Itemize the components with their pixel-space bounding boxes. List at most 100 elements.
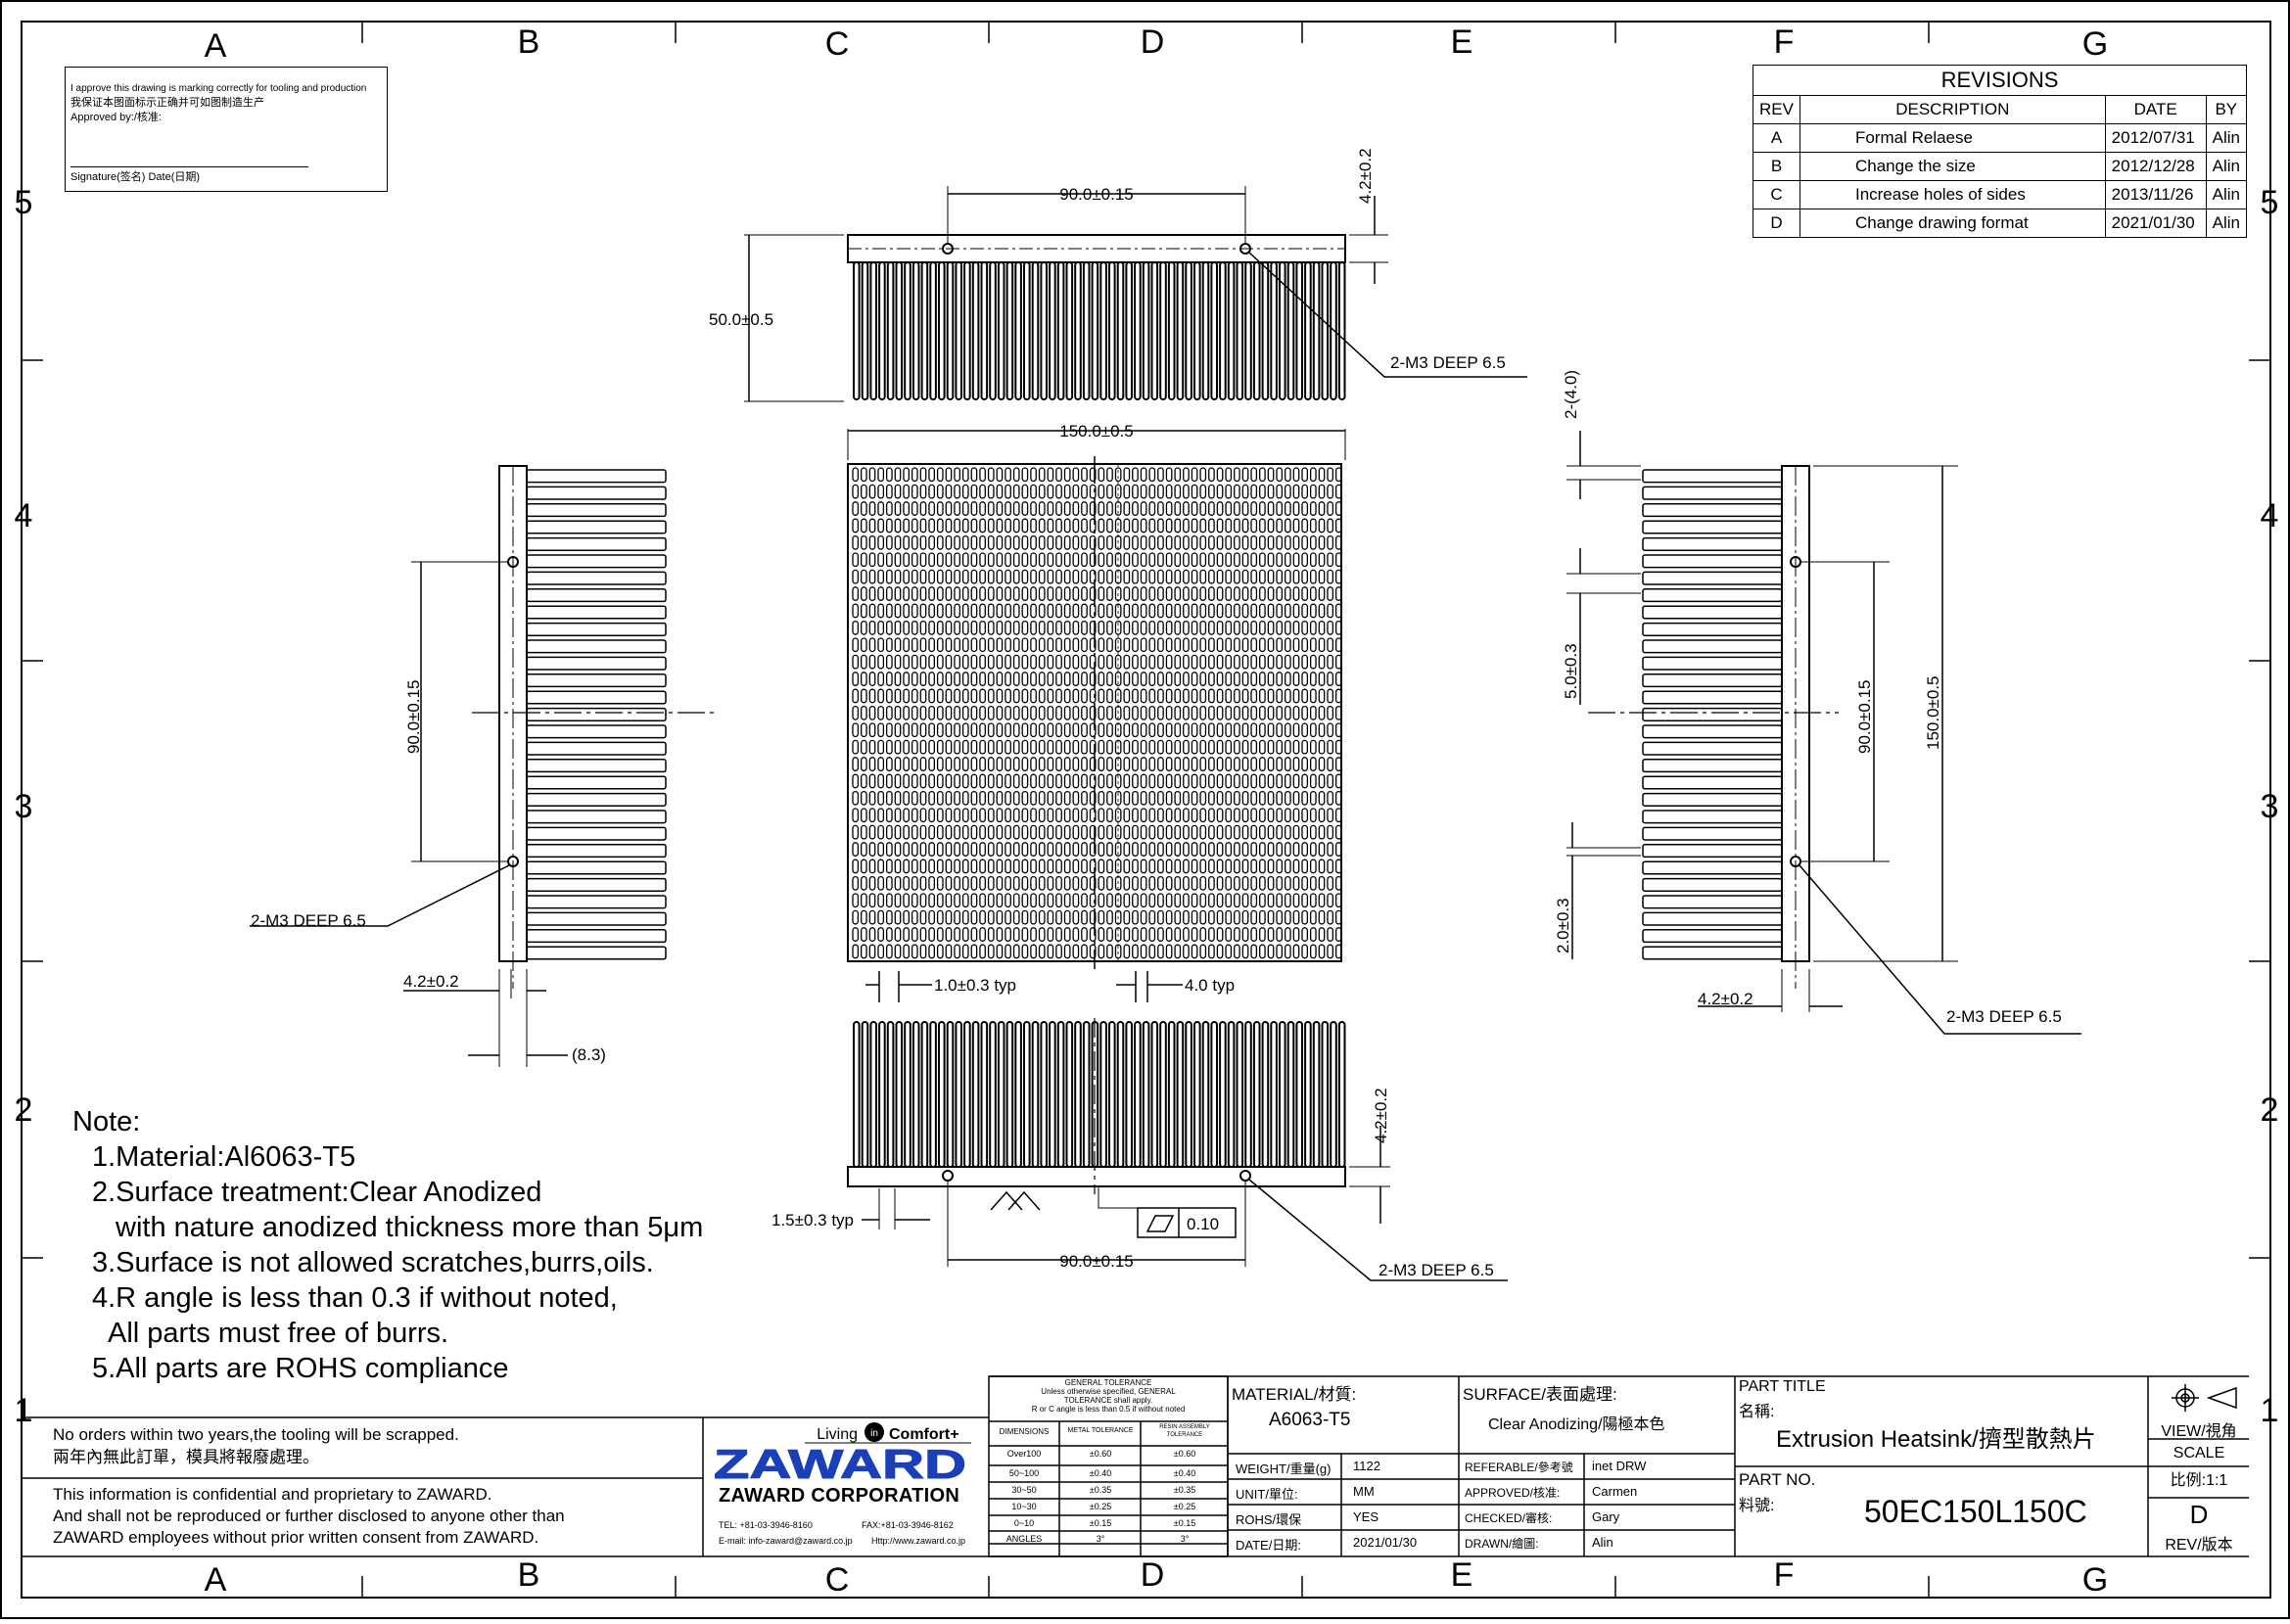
pin — [1199, 909, 1207, 925]
pin — [911, 757, 918, 771]
pin — [1183, 501, 1190, 516]
pin — [1148, 552, 1156, 568]
pin — [945, 552, 953, 568]
pin — [1106, 569, 1113, 584]
pin — [979, 722, 986, 738]
pin — [852, 705, 860, 720]
pin — [1063, 672, 1071, 686]
pin — [1072, 858, 1080, 874]
pin — [1267, 518, 1275, 534]
pin — [1148, 672, 1156, 686]
pin — [936, 757, 944, 771]
pin — [1301, 501, 1309, 516]
pin — [1081, 586, 1088, 601]
right-fin — [1642, 775, 1783, 790]
pin — [1148, 824, 1156, 840]
left-fin — [526, 690, 667, 705]
pin — [877, 824, 885, 840]
pin — [1047, 739, 1054, 755]
pin — [1165, 705, 1173, 720]
pin — [1174, 739, 1182, 755]
dim-right-total: 150.0±0.5 — [1924, 675, 1942, 750]
pin — [861, 773, 867, 789]
right-fin — [1642, 690, 1783, 705]
pin — [1114, 637, 1122, 653]
pin — [961, 467, 969, 483]
pin — [868, 688, 876, 704]
pin — [1174, 637, 1182, 653]
pin — [1174, 824, 1182, 840]
pin — [1285, 893, 1291, 908]
pin — [1225, 909, 1233, 925]
pin — [877, 467, 885, 483]
pin — [1183, 688, 1190, 704]
pin — [868, 875, 876, 891]
pin — [1318, 569, 1326, 584]
pin — [1012, 620, 1020, 635]
pin — [1012, 705, 1020, 720]
pin — [1157, 467, 1164, 483]
pin — [1072, 790, 1080, 806]
pin — [1285, 757, 1291, 771]
pin — [1318, 637, 1326, 653]
bottom-view-fins — [853, 1021, 1346, 1168]
pin — [1012, 739, 1020, 755]
pin — [1216, 808, 1224, 823]
pin — [979, 944, 986, 959]
pin — [1021, 842, 1029, 857]
pin — [1038, 757, 1046, 771]
pin — [1098, 552, 1105, 568]
pin — [1327, 484, 1334, 499]
pin — [1055, 705, 1062, 720]
pin — [885, 893, 893, 908]
pin — [928, 875, 935, 891]
pin — [885, 501, 893, 516]
pin — [1157, 603, 1164, 619]
pin — [1140, 620, 1147, 635]
pin — [1309, 484, 1317, 499]
pin — [1327, 773, 1334, 789]
pin — [1081, 790, 1088, 806]
pin — [1309, 858, 1317, 874]
pin — [1267, 534, 1275, 550]
pin — [1191, 927, 1198, 942]
pin — [1301, 518, 1309, 534]
pin — [1132, 705, 1139, 720]
pin — [1072, 484, 1080, 499]
pin — [1334, 875, 1342, 891]
pin — [1216, 586, 1224, 601]
pin — [1327, 586, 1334, 601]
pin — [894, 739, 902, 755]
pin — [970, 858, 978, 874]
pin — [945, 620, 953, 635]
pin — [979, 790, 986, 806]
pin — [1021, 467, 1029, 483]
pin — [945, 944, 953, 959]
pin — [1072, 893, 1080, 908]
pin — [1225, 552, 1233, 568]
pin — [1259, 875, 1266, 891]
left-fin — [526, 895, 667, 909]
pin — [1148, 842, 1156, 857]
weight-value: 1122 — [1353, 1459, 1380, 1473]
pin — [1081, 757, 1088, 771]
pin — [1106, 944, 1113, 959]
pin — [1098, 586, 1105, 601]
pin — [1021, 739, 1029, 755]
pin — [1259, 858, 1266, 874]
pin — [1174, 875, 1182, 891]
pin — [1081, 842, 1088, 857]
pin — [1208, 757, 1215, 771]
pin — [1038, 603, 1046, 619]
pin — [1081, 824, 1088, 840]
bottom-fin — [1074, 1021, 1082, 1168]
top-fin — [946, 261, 955, 400]
pin — [1234, 586, 1240, 601]
pin — [1123, 739, 1131, 755]
right-fin — [1642, 895, 1783, 909]
pin — [936, 909, 944, 925]
pin — [987, 467, 995, 483]
pin — [1318, 842, 1326, 857]
pin — [852, 501, 860, 516]
pin — [919, 637, 927, 653]
